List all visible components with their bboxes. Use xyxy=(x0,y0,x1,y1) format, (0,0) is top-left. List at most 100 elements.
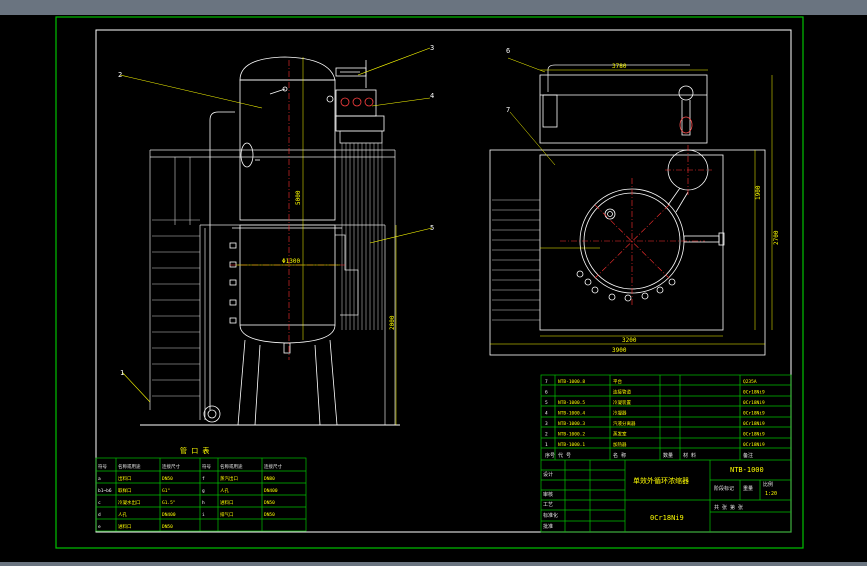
callout-3: 3 xyxy=(430,44,434,52)
parts-list-header: 备注 xyxy=(743,452,753,459)
dim-plan-width: 3900 xyxy=(612,347,627,354)
callout-2: 2 xyxy=(118,71,122,79)
dim-plan-right: 1900 xyxy=(755,185,762,200)
nozzle-table-cell: DN50 xyxy=(162,476,173,482)
condenser-tubes xyxy=(341,143,383,330)
nozzle-table-cell: a xyxy=(98,477,101,482)
platform-plan xyxy=(489,149,766,356)
platform xyxy=(149,149,396,425)
dim-plan-inner: 3200 xyxy=(622,337,637,344)
nozzle-table-header: 连接尺寸 xyxy=(162,463,180,470)
parts-list-cell: 0Cr18Ni9 xyxy=(743,411,765,417)
dim-left-width: Φ1300 xyxy=(282,258,300,265)
nozzle-table-cell: 排气口 xyxy=(220,511,234,518)
nozzle-table-cell: 取样口 xyxy=(118,487,132,494)
sheet-label: 共 张 第 张 xyxy=(714,504,743,511)
callout-4: 4 xyxy=(430,92,434,100)
parts-list-cell: 7 xyxy=(545,379,548,385)
parts-list-cell: 3 xyxy=(545,421,548,427)
stage-label: 阶段标记 xyxy=(714,485,734,492)
plan-centerlines xyxy=(560,145,712,305)
nozzle-table-cell: G1" xyxy=(162,488,170,494)
nozzle-table-cell: DN50 xyxy=(264,512,275,518)
parts-list-cell: 0Cr18Ni9 xyxy=(743,400,765,406)
parts-list-grid xyxy=(540,374,792,533)
parts-list-cell: 1 xyxy=(545,442,548,448)
parts-list-cell: NTB-1000.5 xyxy=(558,400,585,406)
parts-list-header: 代 号 xyxy=(558,452,571,459)
nozzle-table-cell: DN50 xyxy=(264,500,275,506)
parts-list-cell: 汽液分离器 xyxy=(613,420,636,427)
nozzle-table-cell: h xyxy=(202,500,205,506)
parts-list-cell: 2 xyxy=(545,432,548,438)
parts-list-cell: 0Cr18Ni9 xyxy=(743,432,765,438)
nozzle-table-header: 连接尺寸 xyxy=(264,463,282,470)
inner-border xyxy=(95,29,792,533)
scale-label: 比例 xyxy=(763,481,773,488)
parts-list-cell: 连接管道 xyxy=(613,389,631,396)
nozzle-table-header: 名称或用途 xyxy=(220,463,243,470)
design-label: 设计 xyxy=(543,471,553,478)
nozzle-table-header: 符号 xyxy=(98,463,107,470)
stairs xyxy=(152,157,200,397)
nozzle-table-cell: i xyxy=(202,512,205,518)
nozzle-table-cell: 人孔 xyxy=(220,487,229,494)
pump xyxy=(203,405,221,423)
drawing-scale: 1:20 xyxy=(765,491,777,497)
drawing-number: NTB-1000 xyxy=(730,466,764,474)
parts-list-cell: 平台 xyxy=(613,378,622,385)
parts-list-cell: NTB-1000.3 xyxy=(558,421,585,427)
nozzle-table-cell: c xyxy=(98,501,101,506)
parts-list-cell: 0Cr18Ni9 xyxy=(743,421,765,427)
leader-lines xyxy=(119,47,433,403)
engineering-drawing xyxy=(55,16,804,549)
callout-6: 6 xyxy=(506,47,510,55)
nozzle-table-cell: 人孔 xyxy=(118,511,127,518)
cad-drawing-viewport: 2 3 4 5 1 6 7 5000 Φ1300 2000 3780 3900 … xyxy=(0,15,867,562)
callout-1: 1 xyxy=(120,369,124,377)
approve-label: 批准 xyxy=(543,523,553,530)
parts-list-cell: 0Cr18Ni9 xyxy=(743,442,765,448)
outer-border xyxy=(55,16,804,549)
parts-list-cell: NTB-1000.2 xyxy=(558,432,585,438)
parts-list-cell: Q235A xyxy=(743,379,757,385)
nozzle-table-title: 管 口 表 xyxy=(180,446,209,455)
drawing-title: 单效外循环浓缩器 xyxy=(633,476,689,485)
parts-list-cell: 蒸发室 xyxy=(613,431,627,438)
process-label: 工艺 xyxy=(543,502,553,508)
parts-list-header: 材 料 xyxy=(683,452,696,459)
parts-list-cell: 5 xyxy=(545,400,548,406)
dimension-lines xyxy=(236,57,397,425)
parts-list-cell: 加热器 xyxy=(613,441,627,448)
nozzle-table-cell: 冷凝水出口 xyxy=(118,499,141,506)
parts-list-header: 序号 xyxy=(545,452,555,459)
parts-list-cell: NTB-1000.4 xyxy=(558,411,585,417)
nozzle-table-cell: 出料口 xyxy=(118,475,132,482)
nozzle-table-cell: DN50 xyxy=(162,524,173,530)
nozzle-table-cell: e xyxy=(98,525,101,530)
dim-left-height: 5000 xyxy=(295,190,302,205)
nozzle-table-cell: 进料口 xyxy=(118,523,132,530)
parts-list-cell: NTB-1000.8 xyxy=(558,379,585,385)
callout-7: 7 xyxy=(506,106,510,114)
parts-list-header: 名 称 xyxy=(613,452,626,459)
nozzle-table-cell: d xyxy=(98,512,101,518)
drawing-material: 0Cr18Ni9 xyxy=(650,514,684,522)
evaporator-dome xyxy=(239,56,336,81)
nozzle-table-cell: b1~b6 xyxy=(98,488,112,494)
dim-top-width: 3780 xyxy=(612,63,627,70)
callout-5: 5 xyxy=(430,224,434,232)
parts-list-header: 数量 xyxy=(663,452,673,459)
weight-label: 重量 xyxy=(743,485,753,492)
condenser-plan xyxy=(539,74,708,144)
nozzle-table-cell: G1.5" xyxy=(162,500,176,506)
nozzle-table-cell: g xyxy=(202,489,205,494)
nozzle-table-cell: DN80 xyxy=(264,476,275,482)
parts-list-cell: 6 xyxy=(545,390,548,396)
nozzle-table-header: 名称或用途 xyxy=(118,463,141,470)
parts-list-cell: 4 xyxy=(545,411,548,417)
nozzle-table-cell: 蒸汽出口 xyxy=(220,475,238,482)
nozzle-table-header: 符号 xyxy=(202,463,211,470)
